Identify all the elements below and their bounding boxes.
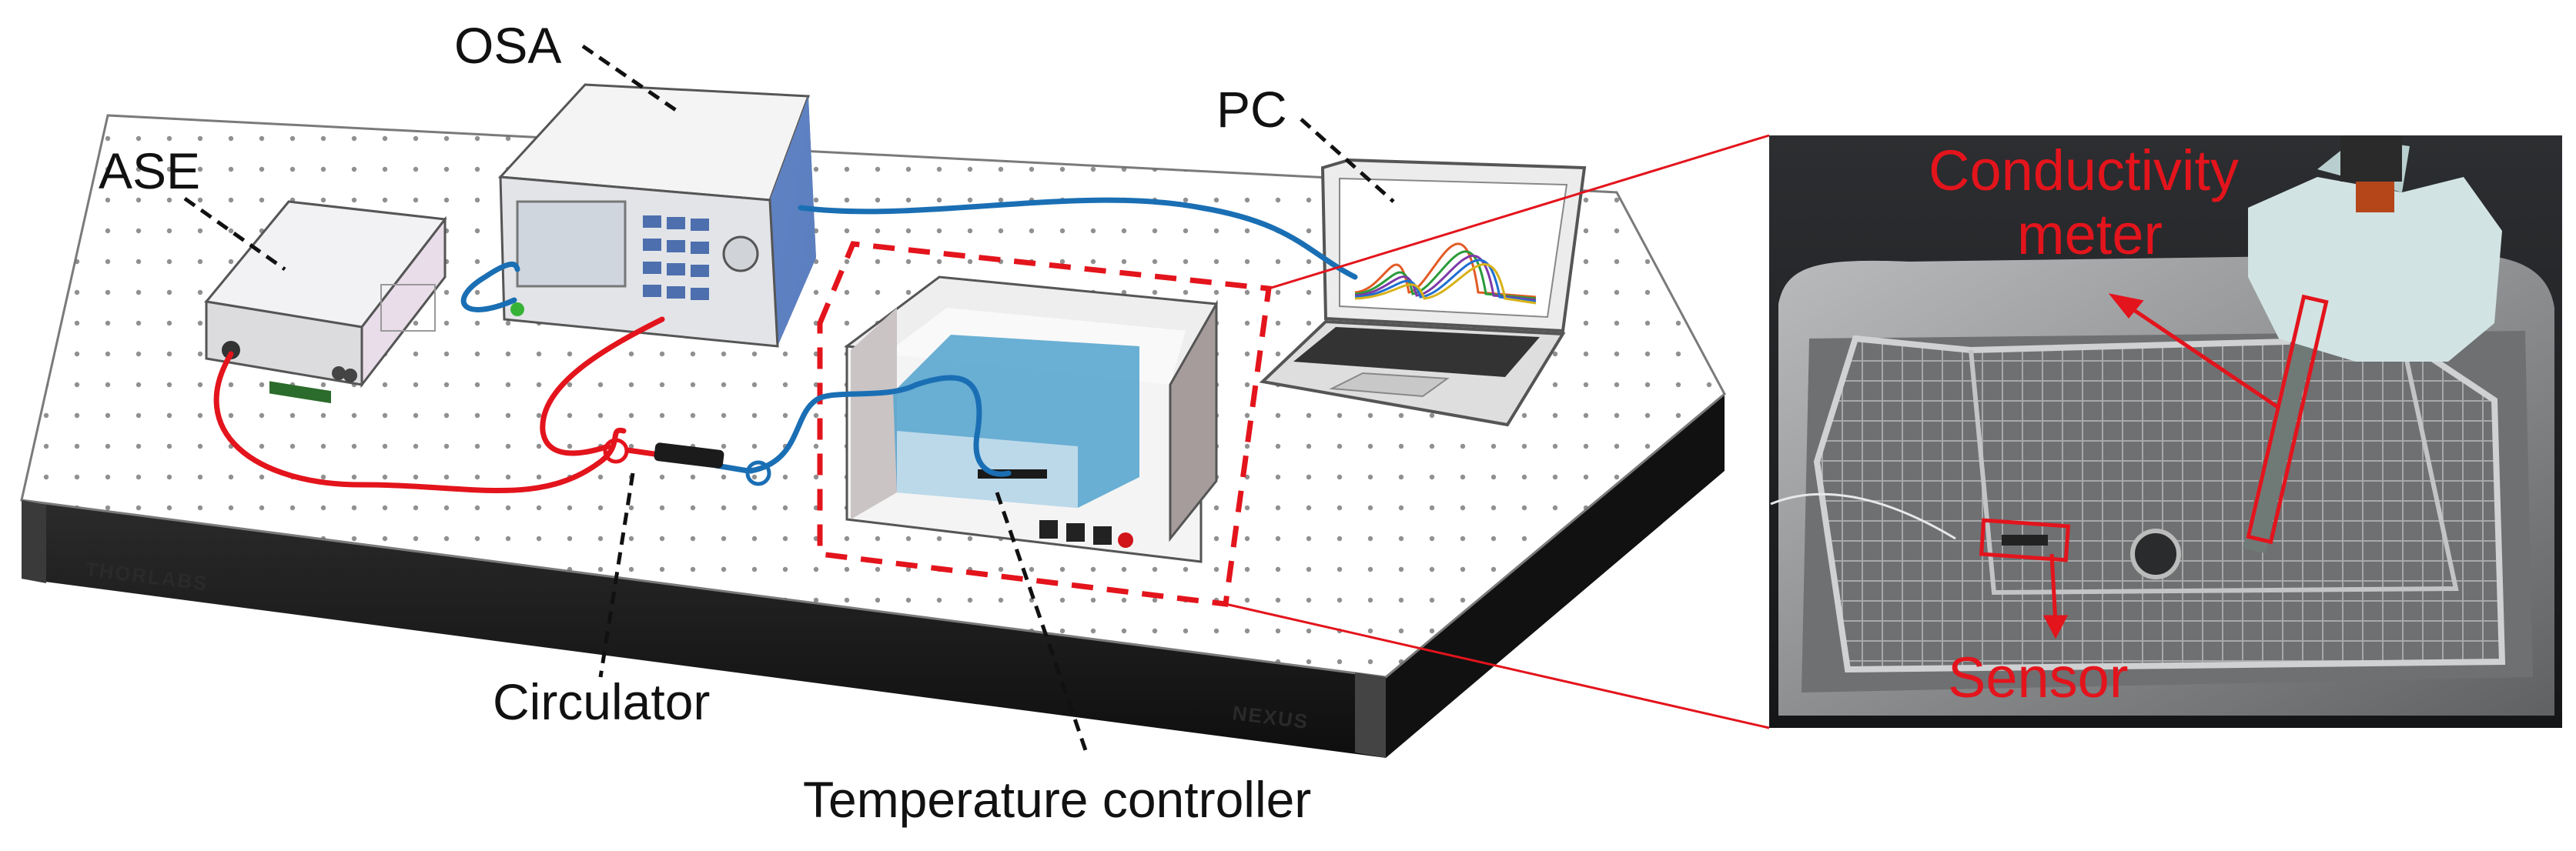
table-right-side (1386, 394, 1725, 758)
sensor-label: Sensor (1948, 646, 2128, 709)
temperature-controller-label: Temperature controller (803, 771, 1311, 828)
photo-inset: Conductivity meter Sensor (1769, 135, 2562, 728)
circulator-device (654, 442, 724, 469)
conductivity-probe (2243, 300, 2323, 554)
conductivity-probe-box (2246, 294, 2329, 545)
ase-label: ASE (99, 142, 200, 199)
ase-source (204, 200, 447, 404)
bath-highlight-box (817, 241, 1272, 607)
red-fiber-osa (540, 316, 665, 456)
osa-screen (516, 200, 627, 288)
circulator-label: Circulator (493, 673, 710, 730)
bath-side-panel (1169, 299, 1218, 542)
wire-basket (1817, 339, 2502, 669)
blue-fiber-osa-loop (460, 262, 520, 312)
conductivity-label-line1: Conductivity (1929, 138, 2239, 202)
blue-fiber-bath (748, 375, 1012, 477)
pc-laptop (1259, 158, 1587, 427)
probe-clamp (2248, 177, 2502, 362)
pc-label: PC (1216, 81, 1287, 138)
osa-label: OSA (454, 17, 561, 74)
zoom-connector-lines (1225, 134, 1770, 729)
fiber-cables (213, 197, 1358, 493)
sensor-box (1979, 518, 2071, 562)
conductivity-label-line2: meter (2017, 202, 2163, 266)
drain (2130, 529, 2181, 579)
table-front-side (22, 500, 1386, 758)
blue-fiber-main (798, 197, 1358, 280)
label-leader-lines (183, 44, 1395, 751)
osa-instrument (497, 83, 816, 348)
red-fiber-ase (213, 351, 627, 493)
temperature-controller-bath (844, 275, 1218, 563)
